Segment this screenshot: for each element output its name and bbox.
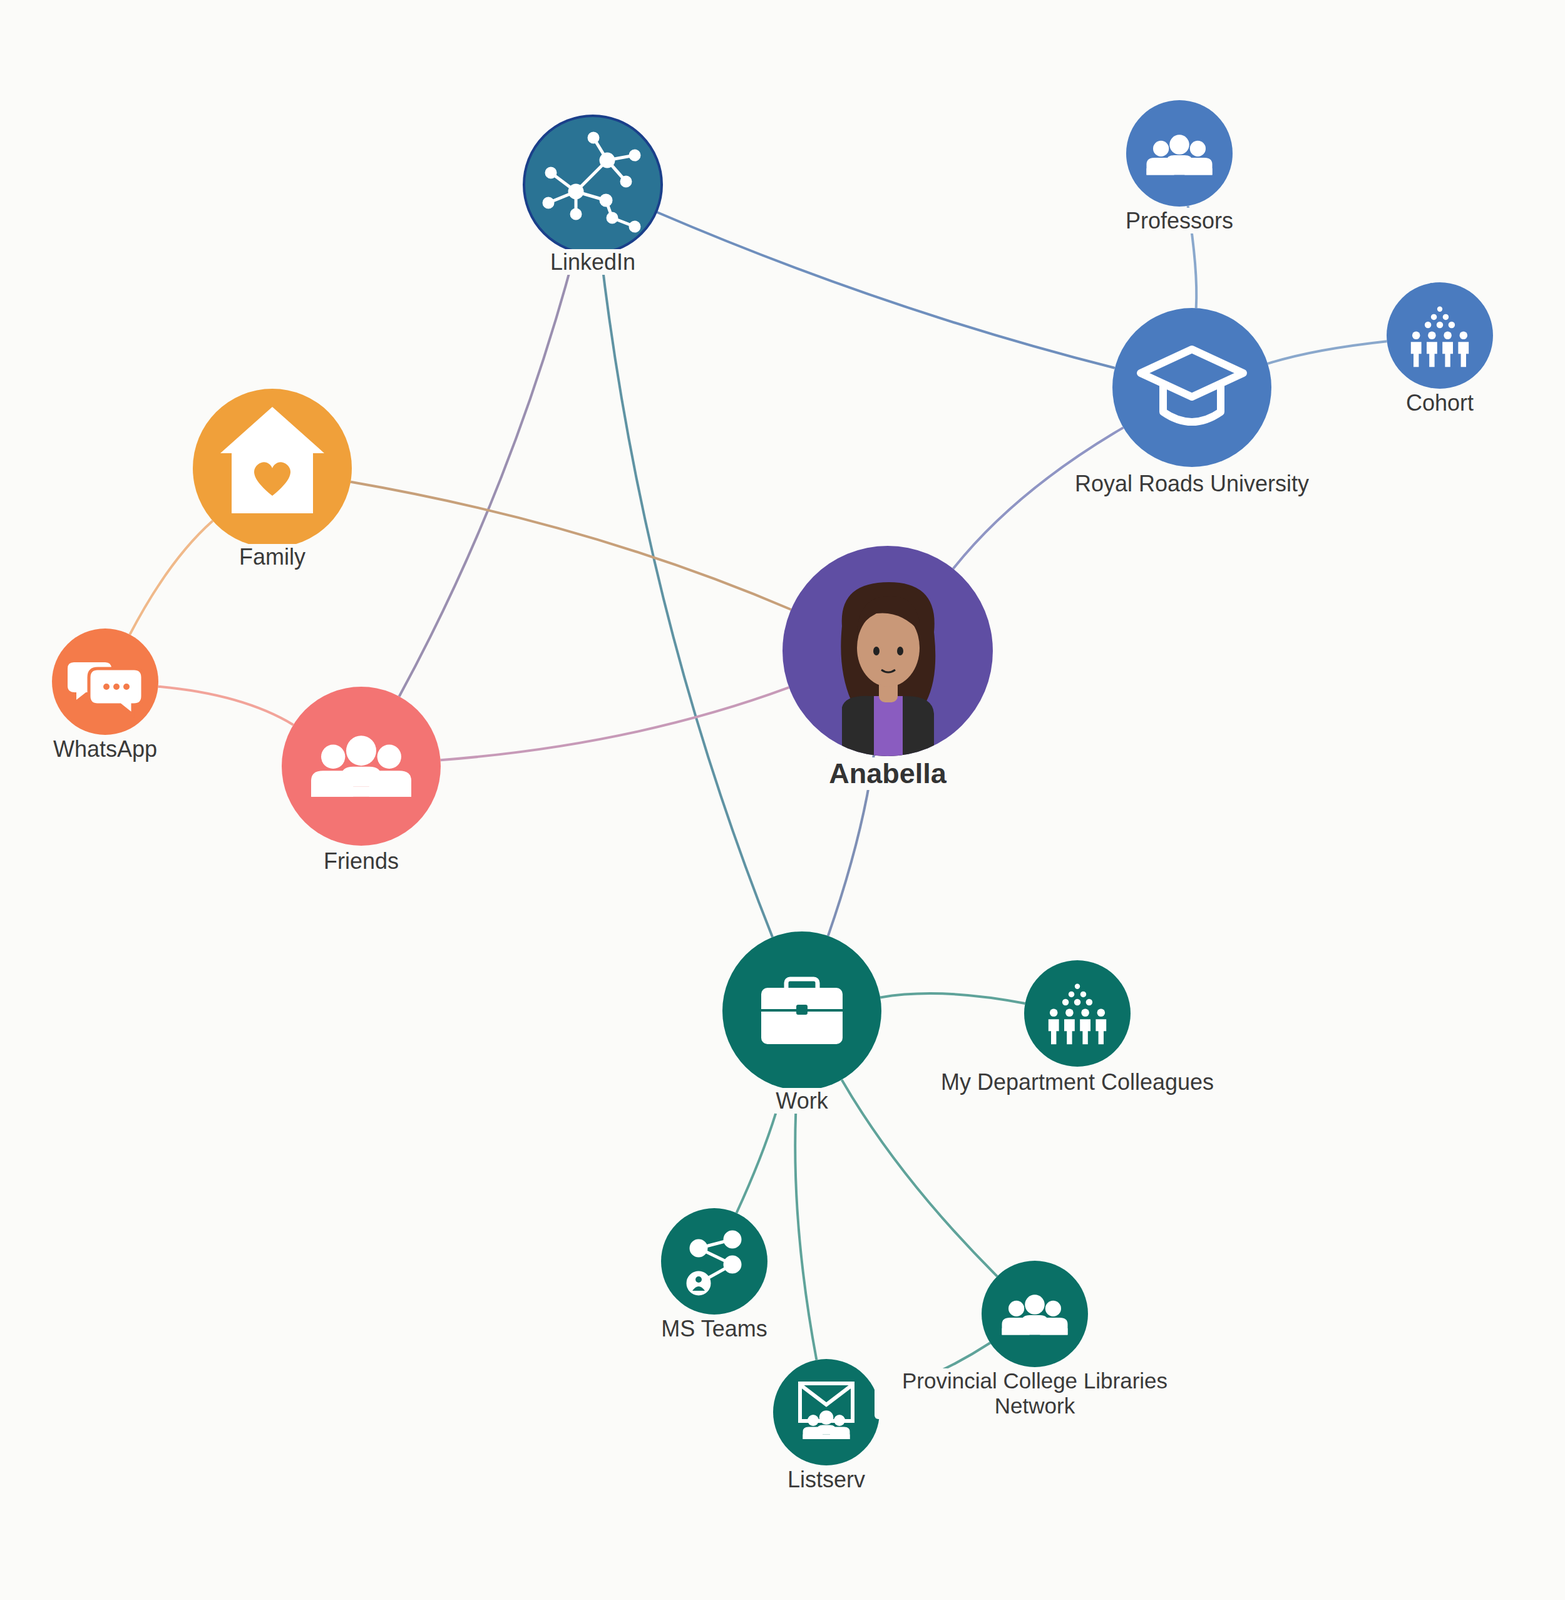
node-label: Provincial College Libraries Network xyxy=(874,1368,1196,1420)
connector-line xyxy=(795,1090,817,1361)
msteams-node: MS Teams xyxy=(661,1208,768,1315)
node-label: Professors xyxy=(1121,207,1237,234)
node-label: LinkedIn xyxy=(546,249,640,275)
whatsapp-node: WhatsApp xyxy=(51,628,159,735)
connector-line xyxy=(656,212,1115,369)
colleagues-node: My Department Colleagues xyxy=(1024,960,1131,1067)
work-node: Work xyxy=(722,931,882,1091)
linkedin-node: LinkedIn xyxy=(523,115,663,255)
connector-line xyxy=(129,520,213,635)
node-label: Work xyxy=(771,1087,832,1114)
university-node: Royal Roads University xyxy=(1112,307,1272,467)
connector-line xyxy=(600,253,773,938)
connector-line xyxy=(1267,341,1387,364)
family-node: Family xyxy=(192,388,352,548)
node-label: Cohort xyxy=(1402,389,1478,416)
connector-line xyxy=(158,686,294,725)
friends-node: Friends xyxy=(281,686,441,846)
node-label: Family xyxy=(235,543,310,570)
connector-line xyxy=(399,251,576,697)
connector-line xyxy=(953,427,1124,569)
node-label: Anabella xyxy=(825,757,951,791)
network-node: Provincial College Libraries Network xyxy=(981,1260,1088,1368)
node-label: Friends xyxy=(319,848,403,874)
node-label: My Department Colleagues xyxy=(937,1069,1218,1095)
connector-line xyxy=(841,1079,998,1277)
node-label: Royal Roads University xyxy=(1071,470,1313,497)
connector-line xyxy=(440,687,790,760)
node-label: MS Teams xyxy=(657,1315,771,1342)
connector-line xyxy=(880,993,1025,1004)
node-label: WhatsApp xyxy=(49,736,161,762)
professors-node: Professors xyxy=(1126,100,1233,207)
listserv-node: Listserv xyxy=(773,1359,880,1466)
person-node: Anabella xyxy=(782,545,993,757)
node-label: Listserv xyxy=(783,1466,869,1493)
connector-line xyxy=(350,482,791,610)
cohort-node: Cohort xyxy=(1386,282,1494,389)
